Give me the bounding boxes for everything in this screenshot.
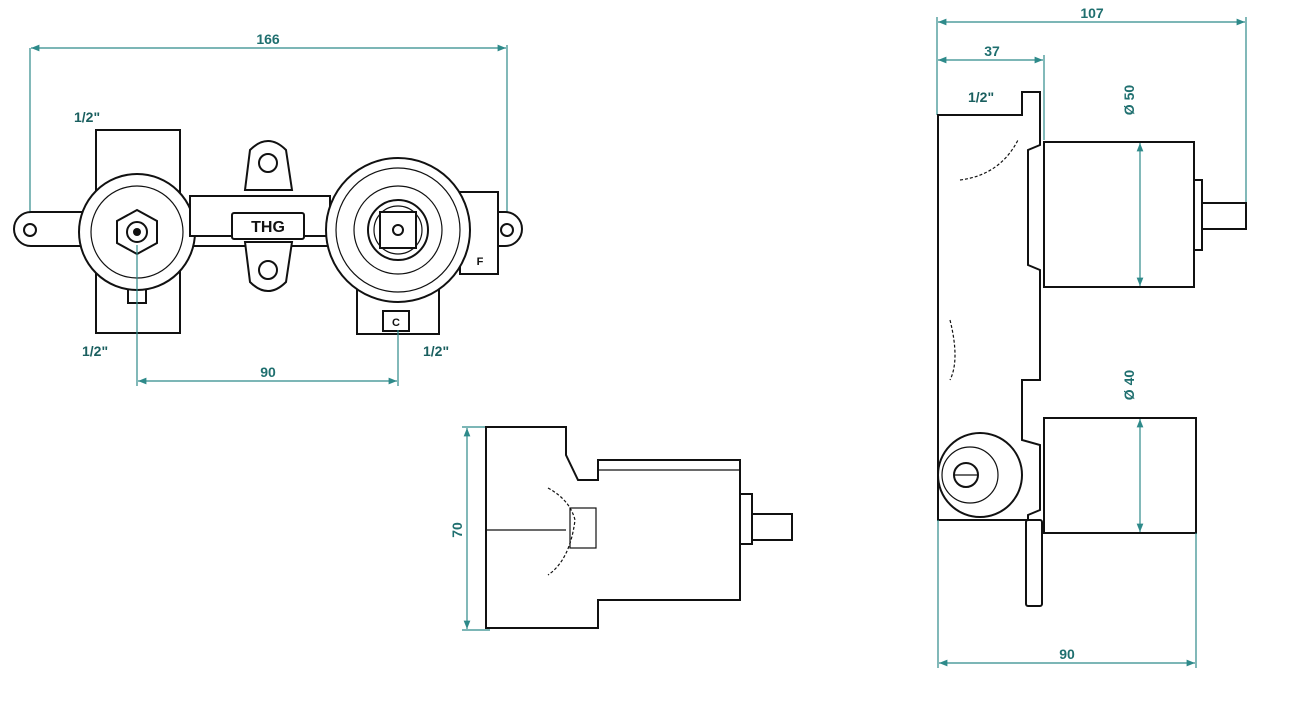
right-spindle-center xyxy=(392,224,404,236)
side-spindle xyxy=(751,513,793,541)
thread-label-bottom-right: 1/2" xyxy=(423,343,449,359)
side-inner-detail xyxy=(569,507,597,549)
side-spindle-collar xyxy=(739,493,753,545)
port-c-tab xyxy=(382,310,410,332)
right-hidden-upper xyxy=(959,139,1019,181)
upper-cylinder xyxy=(1043,141,1195,288)
side-body xyxy=(485,426,741,629)
right-spline-inner xyxy=(373,205,423,255)
side-view: 70 xyxy=(449,426,793,631)
brand-logo: THG xyxy=(251,219,285,236)
diameter-lower: Ø 40 xyxy=(1121,370,1137,401)
ear-hole-bottom xyxy=(258,260,278,280)
diameter-upper: Ø 50 xyxy=(1121,85,1137,116)
dimension-depth: 107 xyxy=(1080,5,1104,21)
right-lower-port-outer xyxy=(937,432,1023,518)
thread-label-top-left: 1/2" xyxy=(74,109,100,125)
right-view: 107 37 1/2" Ø 50 Ø 40 90 xyxy=(936,5,1247,668)
dimension-offset: 37 xyxy=(984,43,1000,59)
mount-hole-left xyxy=(23,223,37,237)
dimension-height: 70 xyxy=(449,522,465,538)
upper-spindle xyxy=(1201,202,1247,230)
right-bottom-pipe xyxy=(1025,519,1043,607)
dimension-width: 90 xyxy=(1059,646,1075,662)
port-c-label: C xyxy=(392,317,400,329)
left-spindle-center xyxy=(133,228,141,236)
right-hidden-mid xyxy=(949,319,956,381)
brand-plate xyxy=(231,212,305,240)
dimension-overall-width: 166 xyxy=(256,31,280,47)
side-hidden-curve xyxy=(547,487,576,576)
dimension-center-distance: 90 xyxy=(260,364,276,380)
front-view: 166 THG C F 1/2" xyxy=(13,31,523,386)
thread-label-bottom-left: 1/2" xyxy=(82,343,108,359)
mount-hole-right xyxy=(500,223,514,237)
inlet-thread-label: 1/2" xyxy=(968,89,994,105)
upper-cylinder-collar xyxy=(1193,179,1203,251)
port-f-label: F xyxy=(477,256,484,268)
right-valve-ring-mid xyxy=(335,167,461,293)
right-valve-ring-inner xyxy=(353,185,443,275)
lower-cylinder xyxy=(1043,417,1197,534)
ear-hole-top xyxy=(258,153,278,173)
right-lower-port-inner xyxy=(941,446,999,504)
